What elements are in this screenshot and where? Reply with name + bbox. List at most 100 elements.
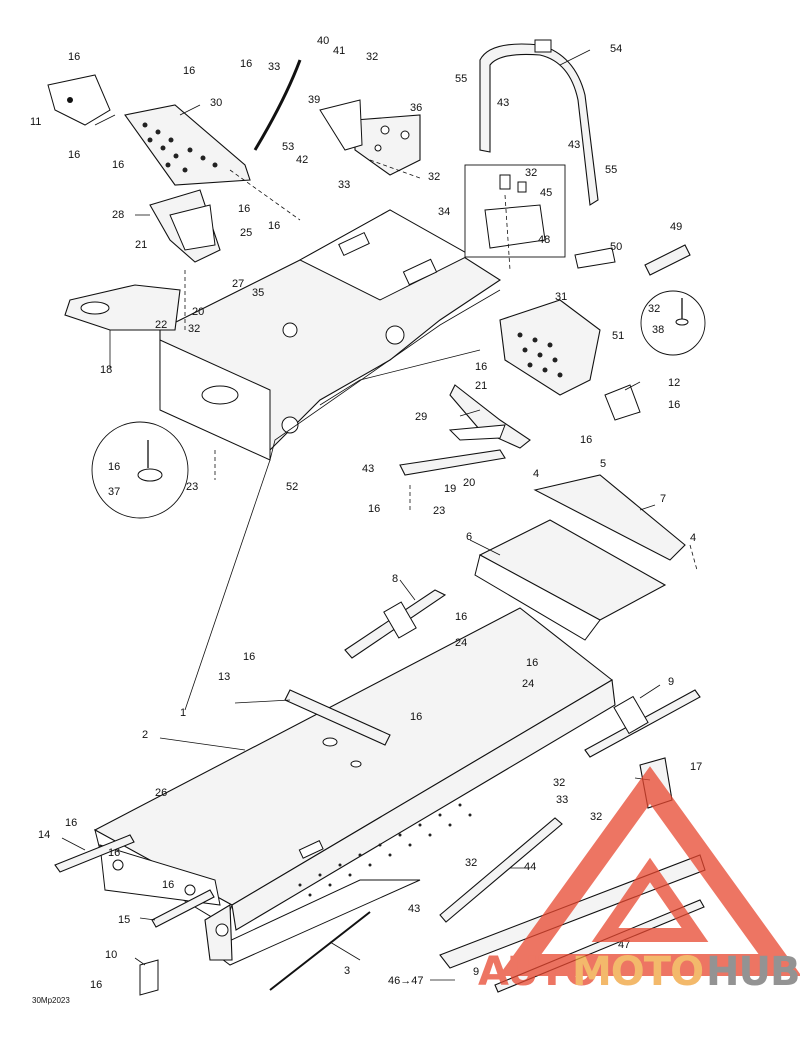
tunnel-part [93,607,616,966]
callout-c54: 54 [610,43,622,55]
leader-lines [61,49,698,981]
callout-c31: 31 [555,291,567,303]
callout-labels: 1611161616163040413339323653423332554354… [30,35,702,991]
callout-c13: 13 [218,671,230,683]
callout-c25: 25 [240,227,252,239]
callout-c41: 41 [333,45,345,57]
rails-14-15-3 [54,834,371,991]
callout-c42: 42 [296,154,308,166]
callout-c32b: 32 [428,171,440,183]
callout-c28: 28 [112,209,124,221]
callout-c4a: 4 [533,468,539,480]
callout-c16n: 16 [243,651,255,663]
callout-c43c: 43 [362,463,374,475]
callout-c5: 5 [600,458,606,470]
detail-circle-37 [91,421,189,519]
callout-c6: 6 [466,531,472,543]
callout-c43d: 43 [408,903,420,915]
cable-39-part [253,59,302,151]
callout-c11: 11 [30,116,41,128]
callout-c9b: 9 [473,966,479,978]
callout-c16l: 16 [368,503,380,515]
callout-c23b: 23 [433,505,445,517]
callout-c48: 48 [538,234,550,246]
callout-c34: 34 [438,206,450,218]
callout-c18: 18 [100,364,112,376]
callout-c43b: 43 [568,139,580,151]
callout-c16k: 16 [108,461,120,473]
callout-c52: 52 [286,481,298,493]
watermark-moto: MOTO [572,949,703,995]
footrest-plate-part [499,299,601,396]
plate-10-part [139,959,159,996]
callout-c14: 14 [38,829,50,841]
callout-c32e: 32 [648,303,660,315]
callout-c20b: 20 [463,477,475,489]
callout-c26: 26 [155,787,167,799]
callout-c16j: 16 [580,434,592,446]
callout-c12: 12 [668,377,680,389]
callout-c2: 2 [142,729,148,741]
callout-c33b: 33 [338,179,350,191]
watermark-hub: HUB [706,949,799,995]
callout-c16d: 16 [183,65,195,77]
callout-c27: 27 [232,278,244,290]
callout-c16t: 16 [90,979,102,991]
callout-c35: 35 [252,287,264,299]
callout-c38: 38 [652,324,664,336]
callout-c16i: 16 [668,399,680,411]
callout-c15: 15 [118,914,130,926]
callout-c17: 17 [690,761,702,773]
callout-c16p: 16 [410,711,422,723]
callout-c4647: 46→47 [388,975,423,987]
callout-c32h: 32 [465,857,477,869]
callout-c16g: 16 [268,220,280,232]
steering-support-part [47,74,251,186]
watermark-auto: AUTO [478,949,598,995]
callout-c16r: 16 [108,847,120,859]
callout-c24b: 24 [522,678,534,690]
gusset-parts [399,384,531,476]
callout-c16e: 16 [240,58,252,70]
callout-c16f: 16 [238,203,250,215]
callout-c16a: 16 [68,51,80,63]
callout-c3: 3 [344,965,350,977]
callout-c16o: 16 [526,657,538,669]
steering-bracket-part [149,189,221,263]
callout-c10: 10 [105,949,117,961]
callout-c29: 29 [415,411,427,423]
callout-c49: 49 [670,221,682,233]
callout-c23a: 23 [186,481,198,493]
callout-c55a: 55 [455,73,467,85]
callout-c55b: 55 [605,164,617,176]
callout-c16q: 16 [65,817,77,829]
main-frame-part [159,209,502,461]
callout-c33a: 33 [268,61,280,73]
bracket-12-part [604,384,641,421]
detail-inset-box [464,164,566,258]
callout-c32g: 32 [590,811,602,823]
callout-c50: 50 [610,241,622,253]
callout-c32a: 32 [366,51,378,63]
callout-c45: 45 [540,187,552,199]
callout-c16s: 16 [162,879,174,891]
crossbar-13-part [284,689,391,746]
rail-44-part [439,817,563,923]
running-board-parts [474,474,686,641]
automotohub-watermark-logo: AUTO MOTO HUB [478,766,800,995]
callout-c9: 9 [668,676,674,688]
callout-c30: 30 [210,97,222,109]
callout-c21a: 21 [135,239,147,251]
callout-c44: 44 [524,861,536,873]
pad-parts [574,244,691,276]
callout-c22: 22 [155,319,167,331]
callout-c33c: 33 [556,794,568,806]
callout-c40: 40 [317,35,329,47]
callout-c16h: 16 [475,361,487,373]
callout-c39: 39 [308,94,320,106]
callout-c24a: 24 [455,637,467,649]
reinforcement-bars [344,589,701,758]
callout-c43a: 43 [497,97,509,109]
callout-c32c: 32 [525,167,537,179]
